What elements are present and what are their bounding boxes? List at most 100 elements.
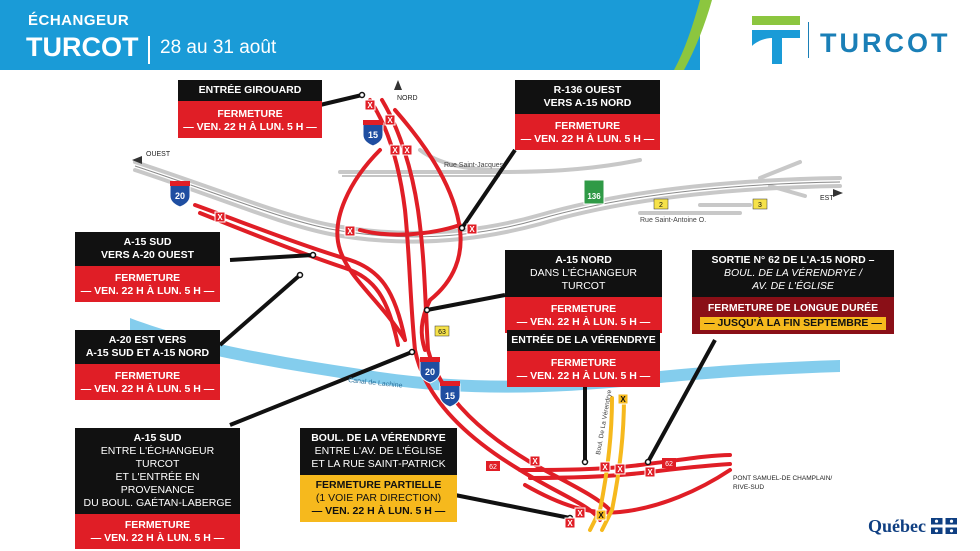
shield-r136-label: 136 xyxy=(587,192,601,201)
box-a15-nord: A-15 NORD DANS L'ÉCHANGEUR TURCOT FERMET… xyxy=(505,250,662,333)
box-title-line: ET L'ENTRÉE EN PROVENANCE xyxy=(115,471,200,496)
header: ÉCHANGEUR TURCOT 28 au 31 août TURCOT xyxy=(0,0,980,70)
closure-marker: X xyxy=(614,463,626,475)
box-title: ENTRÉE DE LA VÉRENDRYE xyxy=(507,330,660,351)
box-status-text: FERMETURE xyxy=(114,370,181,382)
header-title: TURCOT xyxy=(26,32,139,62)
box-period: — VEN. 22 H À LUN. 5 H — xyxy=(90,532,225,544)
header-subtitle: ÉCHANGEUR xyxy=(28,12,130,29)
box-period: — JUSQU'À LA FIN SEPTEMBRE — xyxy=(700,317,886,330)
box-status: FERMETURE — VEN. 22 H À LUN. 5 H — xyxy=(507,351,660,387)
box-status-text: FERMETURE xyxy=(550,357,617,369)
svg-text:X: X xyxy=(567,519,573,528)
box-status: FERMETURE DE LONGUE DURÉE — JUSQU'À LA F… xyxy=(692,297,894,334)
exit-3-label: 3 xyxy=(758,202,762,209)
box-status-note: (1 VOIE PAR DIRECTION) xyxy=(315,492,442,504)
box-status-text: FERMETURE xyxy=(114,272,181,284)
box-status: FERMETURE — VEN. 22 H À LUN. 5 H — xyxy=(75,514,240,549)
quebec-logo-text: Québec xyxy=(868,516,926,536)
banner-tip-graphic xyxy=(660,0,712,70)
box-period: — VEN. 22 H À LUN. 5 H — xyxy=(516,370,651,382)
box-title-line: VERS A-20 OUEST xyxy=(101,249,194,261)
svg-text:X: X xyxy=(620,395,626,404)
box-status-text: FERMETURE xyxy=(550,303,617,315)
svg-text:X: X xyxy=(217,213,223,222)
box-title-line: A-15 SUD xyxy=(123,236,172,248)
box-period: — VEN. 22 H À LUN. 5 H — xyxy=(80,383,215,395)
shield-a15-top-icon: 15 xyxy=(362,120,384,147)
label-est: EST xyxy=(820,195,834,202)
box-title-line: BOUL. DE LA VÉRENDRYE xyxy=(311,432,446,444)
closure-marker: X xyxy=(384,114,396,126)
closure-marker: X xyxy=(466,223,478,235)
box-title-line: AV. DE L'ÉGLISE xyxy=(752,280,834,292)
exit-62-left-label: 62 xyxy=(489,464,497,471)
turcot-logo-text: TURCOT xyxy=(820,28,951,58)
closure-marker: X xyxy=(344,225,356,237)
exit-62-left-icon: 62 xyxy=(486,461,500,471)
closure-marker: X xyxy=(214,211,226,223)
box-r136-ouest: R-136 OUEST VERS A-15 NORD FERMETURE — V… xyxy=(515,80,660,150)
box-title-line: ENTRE L'AV. DE L'ÉGLISE xyxy=(314,445,443,457)
svg-text:X: X xyxy=(647,468,653,477)
closure-marker: X xyxy=(389,144,401,156)
svg-text:X: X xyxy=(602,463,608,472)
box-title-line: A-15 SUD xyxy=(133,432,182,444)
box-title-line: A-15 NORD xyxy=(555,254,612,266)
box-title-line: A-20 EST VERS xyxy=(108,334,187,346)
label-ouest: OUEST xyxy=(146,151,171,158)
box-status-text: FERMETURE xyxy=(217,108,283,120)
quebec-logo: Québec xyxy=(868,516,957,537)
box-a15-sud-vers-a20: A-15 SUD VERS A-20 OUEST FERMETURE — VEN… xyxy=(75,232,220,302)
header-separator xyxy=(148,36,150,64)
exit-63-icon: 63 xyxy=(434,325,450,337)
exit-2-label: 2 xyxy=(659,202,663,209)
closure-marker: X xyxy=(364,99,376,111)
label-rive-sud: RIVE-SUD xyxy=(733,484,764,491)
label-nord: NORD xyxy=(397,95,418,102)
box-a15-sud-long: A-15 SUD ENTRE L'ÉCHANGEUR TURCOT ET L'E… xyxy=(75,428,240,549)
box-status: FERMETURE PARTIELLE (1 VOIE PAR DIRECTIO… xyxy=(300,475,457,522)
exit-63-label: 63 xyxy=(438,329,446,336)
shield-a15-mid-label: 15 xyxy=(445,391,455,401)
exit-62-right-icon: 62 xyxy=(662,458,676,468)
label-rue-saint-jacques: Rue Saint-Jacques xyxy=(444,162,504,169)
svg-text:X: X xyxy=(577,509,583,518)
title-banner xyxy=(0,0,700,70)
closure-marker: X xyxy=(599,461,611,473)
closure-marker: X xyxy=(564,517,576,529)
box-title-line: BOUL. DE LA VÉRENDRYE / xyxy=(723,267,863,279)
box-period: — VEN. 22 H À LUN. 5 H — xyxy=(311,505,446,517)
box-status: FERMETURE — VEN. 22 H À LUN. 5 H — xyxy=(178,101,322,138)
box-status-text: FERMETURE PARTIELLE xyxy=(315,479,442,491)
box-status: FERMETURE — VEN. 22 H À LUN. 5 H — xyxy=(505,297,662,333)
box-status-text: FERMETURE DE LONGUE DURÉE xyxy=(707,302,879,314)
box-title: SORTIE N° 62 DE L'A-15 NORD – BOUL. DE L… xyxy=(692,250,894,297)
box-title: A-20 EST VERS A-15 SUD ET A-15 NORD xyxy=(75,330,220,364)
box-title-line: ET LA RUE SAINT-PATRICK xyxy=(311,458,446,470)
box-boul-verendrye: BOUL. DE LA VÉRENDRYE ENTRE L'AV. DE L'É… xyxy=(300,428,457,522)
shield-r136-icon: 136 xyxy=(583,179,605,205)
box-status: FERMETURE — VEN. 22 H À LUN. 5 H — xyxy=(515,114,660,150)
exit-3-icon: 3 xyxy=(752,198,768,210)
svg-text:X: X xyxy=(469,225,475,234)
logo-divider xyxy=(808,22,809,58)
svg-text:X: X xyxy=(387,116,393,125)
box-entree-verendrye: ENTRÉE DE LA VÉRENDRYE FERMETURE — VEN. … xyxy=(507,330,660,387)
box-title: BOUL. DE LA VÉRENDRYE ENTRE L'AV. DE L'É… xyxy=(300,428,457,475)
svg-text:X: X xyxy=(532,457,538,466)
box-period: — VEN. 22 H À LUN. 5 H — xyxy=(80,285,215,297)
box-status: FERMETURE — VEN. 22 H À LUN. 5 H — xyxy=(75,364,220,400)
box-title: A-15 SUD ENTRE L'ÉCHANGEUR TURCOT ET L'E… xyxy=(75,428,240,514)
box-title: A-15 NORD DANS L'ÉCHANGEUR TURCOT xyxy=(505,250,662,297)
closure-marker: X xyxy=(574,507,586,519)
box-period: — VEN. 22 H À LUN. 5 H — xyxy=(183,121,317,133)
exit-62-right-label: 62 xyxy=(665,461,673,468)
box-a20-est: A-20 EST VERS A-15 SUD ET A-15 NORD FERM… xyxy=(75,330,220,400)
canal-lachine xyxy=(130,318,840,393)
shield-a20-left-icon: 20 xyxy=(169,181,191,208)
box-status-text: FERMETURE xyxy=(554,120,621,132)
shield-a20-mid-icon: 20 xyxy=(419,357,441,384)
turcot-logo-icon xyxy=(752,16,800,64)
